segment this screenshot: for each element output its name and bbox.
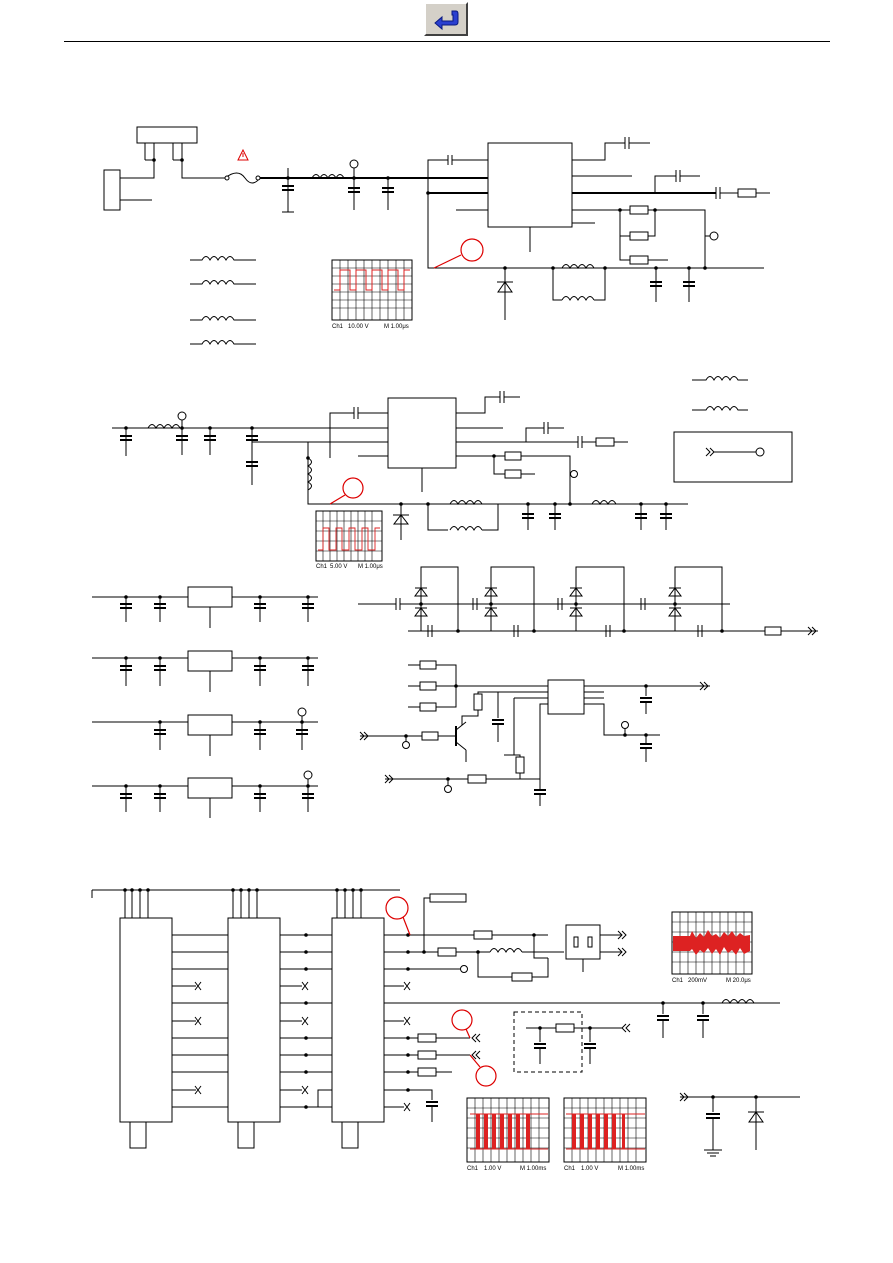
scope3-channel: Ch1	[672, 978, 684, 984]
scope4-time: M 1.00ms	[520, 1166, 546, 1172]
regulator-4	[92, 770, 318, 818]
section-connectors	[91, 888, 800, 1157]
header-rule	[64, 41, 830, 42]
oscilloscope-2: Ch1 5.00 V M 1.00μs	[315, 510, 383, 570]
oscilloscope-4: Ch1 1.00 V M 1.00ms	[466, 1097, 550, 1172]
regulator-3	[92, 707, 318, 756]
diode-stage-3	[557, 566, 626, 637]
scope4-volts: 1.00 V	[484, 1166, 501, 1172]
section-regulators	[92, 586, 318, 818]
scope2-channel: Ch1	[316, 564, 328, 570]
scope1-time: M 1.00μs	[384, 324, 409, 330]
section-driver-stage	[112, 376, 793, 540]
scope1-channel: Ch1	[332, 324, 344, 330]
oscilloscope-3: Ch1 200mV M 20.0μs	[671, 911, 753, 984]
diode-stage-1	[414, 566, 460, 633]
scope5-time: M 1.00ms	[618, 1166, 644, 1172]
scope3-volts: 200mV	[688, 978, 707, 984]
scope5-volts: 1.00 V	[581, 1166, 598, 1172]
oscilloscope-1: Ch1 10.00 V M 1.00μs	[331, 259, 413, 330]
diode-stage-4	[640, 566, 724, 637]
scope5-channel: Ch1	[564, 1166, 576, 1172]
scope2-volts: 5.00 V	[330, 564, 347, 570]
section-diode-ladder	[358, 566, 818, 637]
scope2-time: M 1.00μs	[358, 564, 383, 570]
return-arrow-icon	[434, 10, 459, 31]
scope3-time: M 20.0μs	[726, 978, 751, 984]
section-control	[359, 660, 710, 806]
regulator-1	[92, 586, 318, 628]
scope4-channel: Ch1	[467, 1166, 479, 1172]
scope1-volts: 10.00 V	[348, 324, 369, 330]
diode-stage-2	[472, 566, 536, 637]
oscilloscope-5: Ch1 1.00 V M 1.00ms	[563, 1097, 647, 1172]
back-button[interactable]	[424, 2, 468, 36]
section-power-stage	[103, 126, 770, 346]
regulator-2	[92, 650, 318, 692]
